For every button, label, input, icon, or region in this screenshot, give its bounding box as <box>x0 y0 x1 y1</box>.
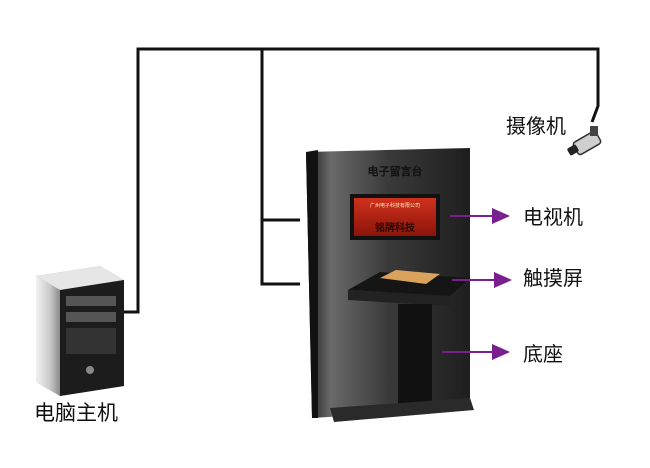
touch-panel <box>348 272 470 296</box>
label-pc: 电脑主机 <box>34 401 118 425</box>
wire-to-touchscreen <box>260 220 300 286</box>
wire-to-tv <box>260 49 300 222</box>
kiosk-base-plate <box>330 398 474 422</box>
connection-wires <box>124 47 600 314</box>
wire-pc-to-camera <box>124 47 600 314</box>
label-tv: 电视机 <box>523 205 583 229</box>
label-touch-screen: 触摸屏 <box>523 266 583 290</box>
kiosk-icon <box>306 148 474 422</box>
label-camera: 摄像机 <box>506 114 566 138</box>
screen-subtext: 广州电子科技有限公司 <box>369 203 420 209</box>
pointer-arrows <box>442 208 512 360</box>
kiosk-pedestal <box>398 304 432 408</box>
camera-icon <box>567 126 602 156</box>
label-base: 底座 <box>523 342 563 366</box>
kiosk-title: 电子留言台 <box>367 165 423 178</box>
screen-text: 铭牌科技 <box>375 223 415 234</box>
pc-tower-icon <box>36 266 124 396</box>
